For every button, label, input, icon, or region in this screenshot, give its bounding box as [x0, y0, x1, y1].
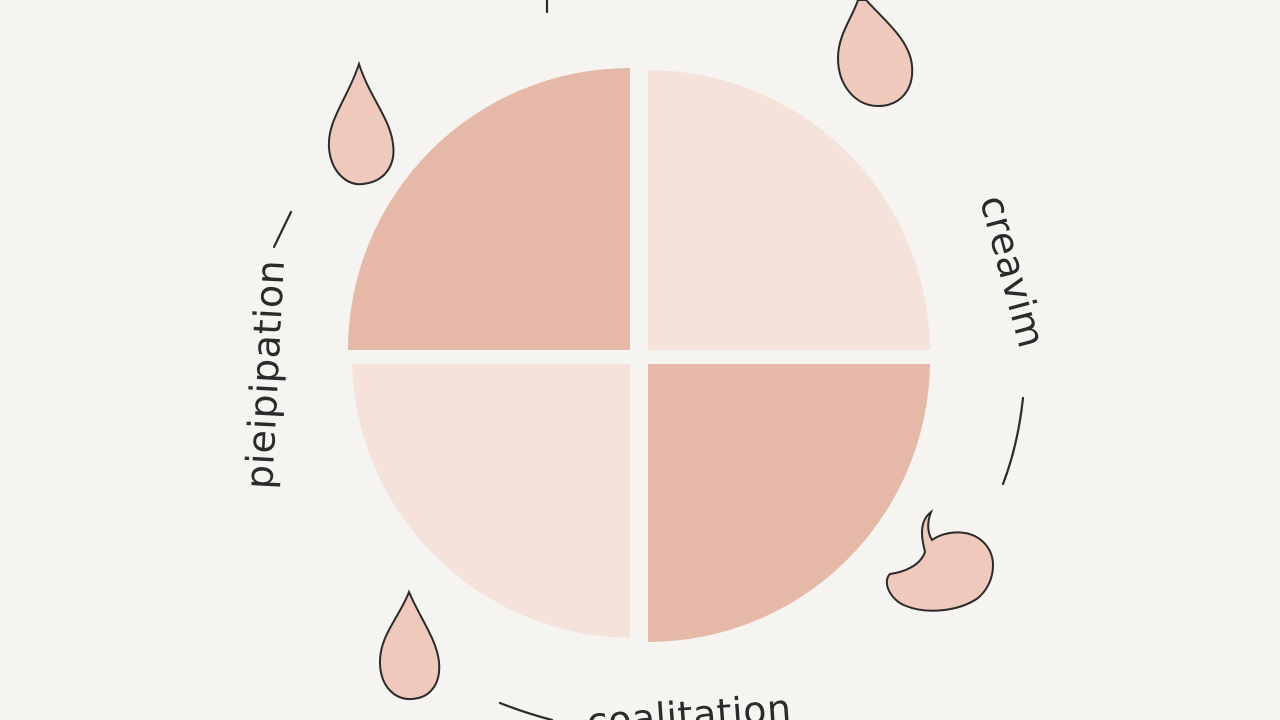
- quadrant-bottom-right: [648, 364, 930, 642]
- label-bottom: coalitation: [585, 686, 793, 720]
- drop-icon: [836, 0, 914, 108]
- drop-icon: [327, 60, 395, 186]
- swirl-drop-icon: [885, 509, 994, 612]
- label-left: pieipipation: [237, 259, 293, 490]
- arc-right: [1001, 396, 1025, 486]
- label-right: creavim: [971, 191, 1054, 353]
- cycle-arcs: [272, 0, 1025, 720]
- quadrant-top-right: [648, 70, 930, 350]
- arc-left: [272, 210, 293, 249]
- quadrant-circle: [348, 68, 930, 642]
- drop-icon: [378, 589, 441, 701]
- arc-bottom: [498, 701, 554, 720]
- quadrant-bottom-left: [352, 364, 630, 638]
- quadrant-top-left: [348, 68, 630, 350]
